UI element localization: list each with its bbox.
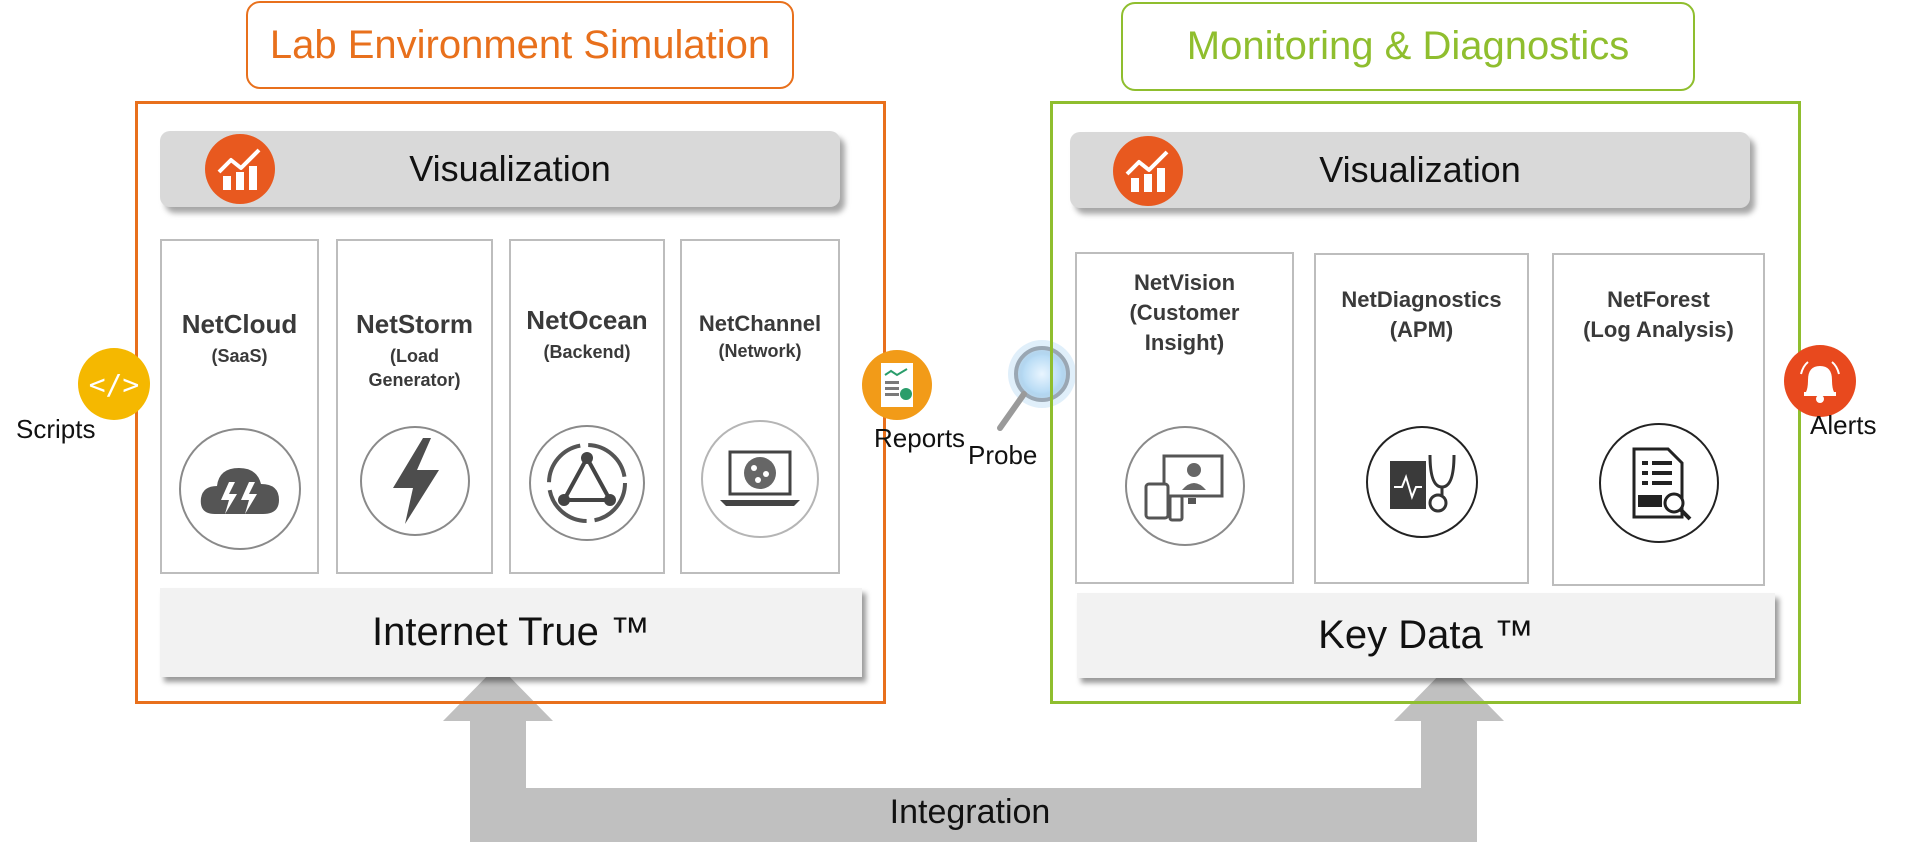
lightning-bolt-icon: [359, 426, 470, 536]
netstorm-name: NetStorm: [355, 309, 473, 339]
netvision-name: NetVision: [1133, 270, 1236, 295]
netvision-card[interactable]: NetVision (Customer Insight): [1075, 252, 1294, 584]
internet-true-label: Internet True ™: [372, 610, 650, 654]
netstorm-card[interactable]: NetStorm (Load Generator): [336, 239, 493, 574]
monitoring-visualization-bar[interactable]: Visualization: [1070, 132, 1750, 208]
netdiagnostics-sub: (APM): [1389, 317, 1454, 342]
netcloud-name: NetCloud: [181, 309, 298, 339]
netchannel-card[interactable]: NetChannel (Network): [680, 239, 840, 574]
monitoring-diagnostics-title: Monitoring & Diagnostics: [1121, 2, 1695, 91]
alert-bell-icon: [1784, 345, 1856, 417]
netocean-name: NetOcean: [526, 305, 648, 335]
netforest-sub: (Log Analysis): [1583, 317, 1734, 342]
magnifier-probe-icon: [992, 338, 1082, 438]
reports-document-icon: [862, 350, 932, 420]
internet-true-bar[interactable]: Internet True ™: [160, 588, 862, 677]
analytics-chart-icon: [1113, 136, 1183, 206]
laptop-globe-icon: [701, 420, 819, 538]
netdiagnostics-card[interactable]: NetDiagnostics (APM): [1314, 253, 1529, 584]
netchannel-sub: (Network): [718, 341, 802, 361]
netforest-name: NetForest: [1607, 287, 1710, 312]
reports-label: Reports: [874, 423, 966, 453]
devices-user-icon: [1124, 426, 1245, 546]
netchannel-name: NetChannel: [698, 311, 822, 336]
netdiagnostics-name: NetDiagnostics: [1341, 287, 1502, 312]
scripts-code-icon: </>: [78, 348, 150, 420]
lab-environment-title: Lab Environment Simulation: [246, 1, 794, 89]
scripts-label: Scripts: [16, 414, 96, 444]
key-data-bar[interactable]: Key Data ™: [1077, 593, 1775, 678]
netcloud-sub: (SaaS): [211, 346, 268, 366]
netforest-card[interactable]: NetForest (Log Analysis): [1552, 253, 1765, 586]
stethoscope-monitor-icon: [1365, 426, 1478, 538]
integration-label: Integration: [889, 793, 1051, 831]
scripts-code-glyph: </>: [88, 367, 140, 401]
lab-visualization-label: Visualization: [409, 148, 611, 189]
netocean-card[interactable]: NetOcean (Backend): [509, 239, 665, 574]
probe-label: Probe: [968, 440, 1038, 470]
netvision-sub: (Customer Insight): [1129, 300, 1240, 355]
netstorm-sub: (Load Generator): [368, 346, 461, 390]
netcloud-card[interactable]: NetCloud (SaaS): [160, 239, 319, 574]
key-data-label: Key Data ™: [1318, 613, 1534, 657]
netocean-sub: (Backend): [543, 342, 631, 362]
monitoring-visualization-label: Visualization: [1319, 149, 1521, 190]
network-triangle-icon: [529, 425, 645, 541]
alerts-label: Alerts: [1810, 410, 1877, 440]
cloud-lightning-icon: [178, 428, 301, 550]
log-document-icon: [1598, 423, 1719, 543]
analytics-chart-icon: [205, 134, 275, 204]
